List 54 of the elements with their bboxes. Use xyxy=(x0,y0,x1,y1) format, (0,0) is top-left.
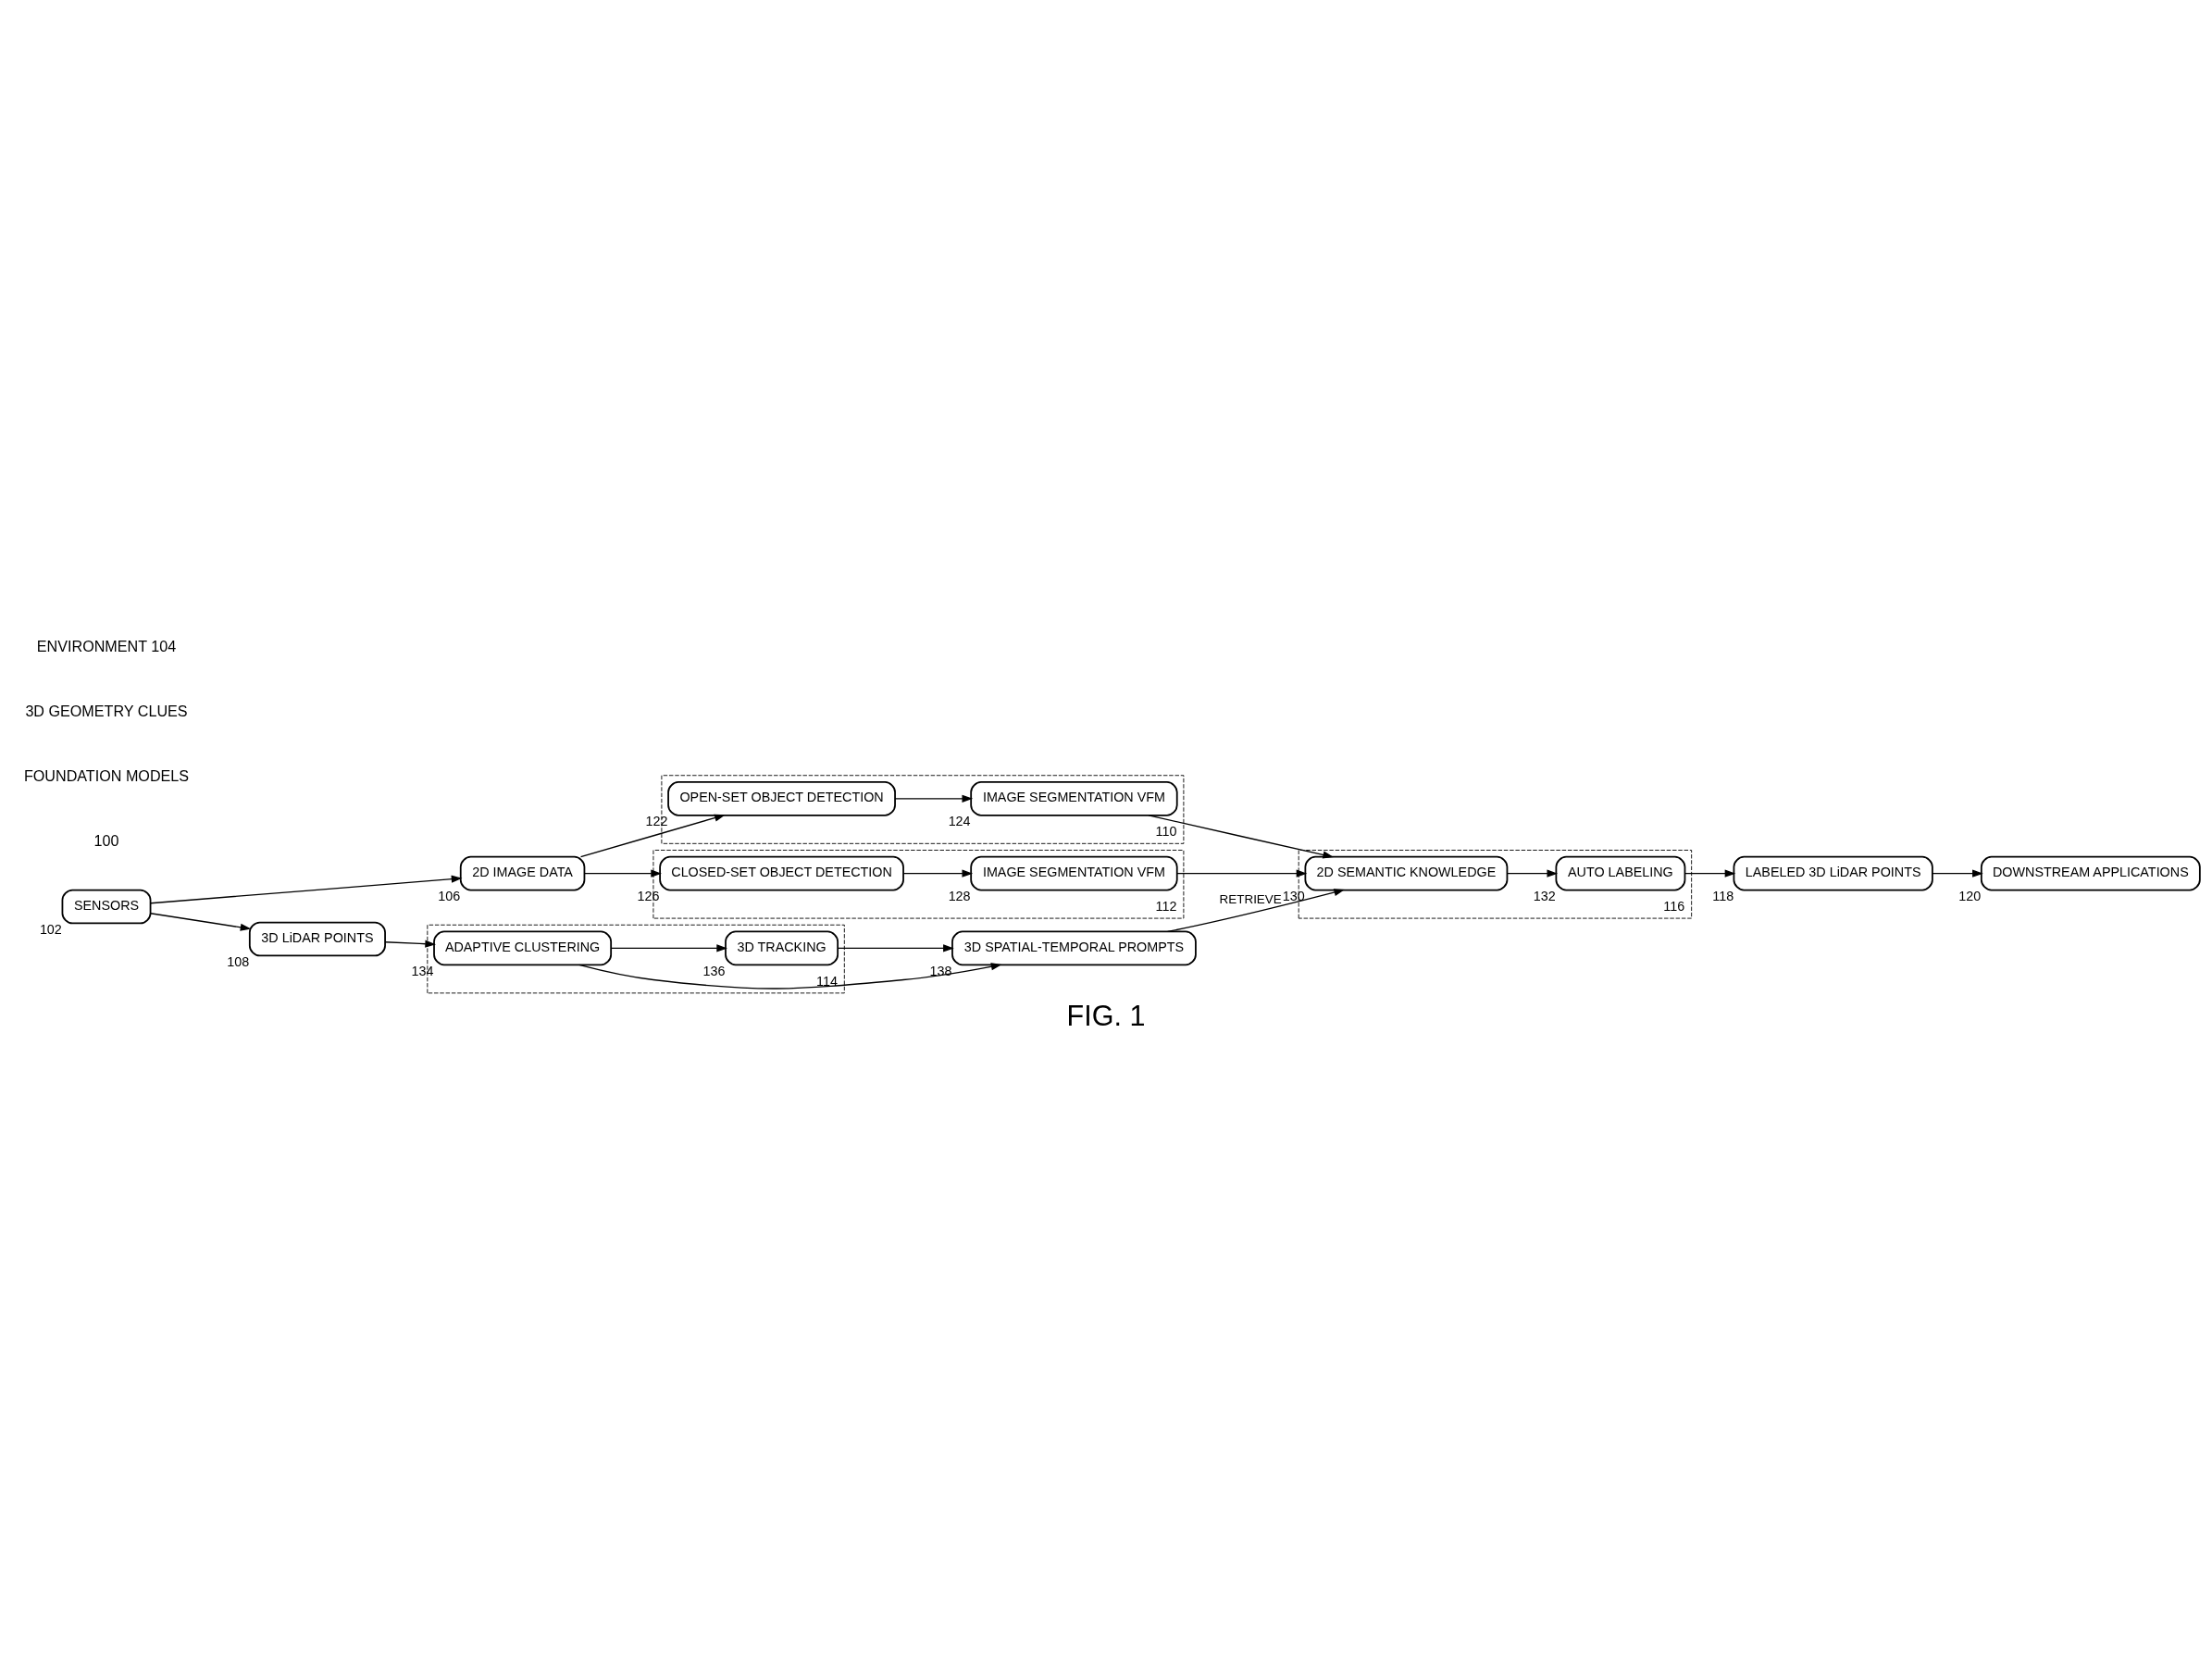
node-box: 2D IMAGE DATA xyxy=(459,855,586,891)
arrow xyxy=(610,944,727,952)
node-label: 116 xyxy=(1663,898,1685,914)
node-label: 136 xyxy=(702,963,726,978)
arrow xyxy=(384,940,436,948)
arrow xyxy=(1176,869,1308,878)
arrow xyxy=(1684,869,1736,878)
arrow xyxy=(1506,869,1559,878)
arrow xyxy=(894,794,974,803)
node-label: 138 xyxy=(929,963,952,978)
node-box: IMAGE SEGMENTATION VFM xyxy=(970,781,1178,816)
arrow xyxy=(579,814,726,858)
arrow xyxy=(1932,869,1983,878)
arrow xyxy=(902,869,974,878)
arrow xyxy=(150,913,252,931)
node-label: 108 xyxy=(227,953,250,969)
arrow xyxy=(1166,889,1346,933)
arrow xyxy=(1148,815,1335,859)
node-box: DOWNSTREAM APPLICATIONS xyxy=(1980,855,2201,891)
node-label: 118 xyxy=(1712,889,1734,904)
node-label: 124 xyxy=(948,814,971,829)
node-box: 2D SEMANTIC KNOWLEDGE xyxy=(1304,855,1509,891)
node-label: 130 xyxy=(1282,889,1305,904)
node-box: CLOSED-SET OBJECT DETECTION xyxy=(659,855,904,891)
node-box: IMAGE SEGMENTATION VFM xyxy=(970,855,1178,891)
node-box: 3D TRACKING xyxy=(725,930,839,966)
node-label: 122 xyxy=(645,814,668,829)
node-label: 110 xyxy=(1155,824,1177,840)
caption: FIG. 1 xyxy=(1066,1000,1146,1032)
arrow xyxy=(584,869,662,878)
label: 100 xyxy=(93,832,119,850)
node-box: AUTO LABELING xyxy=(1555,855,1686,891)
node-box: 3D SPATIAL-TEMPORAL PROMPTS xyxy=(951,930,1197,966)
arrow xyxy=(578,963,1002,990)
edge-label: RETRIEVE xyxy=(1219,891,1282,906)
node-label: 102 xyxy=(39,921,62,937)
arrow xyxy=(837,944,954,952)
node-label: 134 xyxy=(411,963,434,978)
node-label: 112 xyxy=(1155,898,1177,914)
label: ENVIRONMENT 104 xyxy=(36,638,177,655)
node-box: OPEN-SET OBJECT DETECTION xyxy=(667,781,896,816)
arrow xyxy=(150,875,463,904)
node-label: 126 xyxy=(637,889,660,904)
node-box: ADAPTIVE CLUSTERING xyxy=(433,930,613,966)
node-box: SENSORS xyxy=(61,889,152,925)
node-label: 128 xyxy=(948,889,971,904)
node-label: 114 xyxy=(816,973,838,989)
node-label: 132 xyxy=(1533,889,1556,904)
node-label: 106 xyxy=(438,889,461,904)
label: FOUNDATION MODELS xyxy=(23,767,190,785)
node-label: 120 xyxy=(1958,889,1982,904)
node-box: LABELED 3D LiDAR POINTS xyxy=(1733,855,1933,891)
node-box: 3D LiDAR POINTS xyxy=(248,921,386,957)
label: 3D GEOMETRY CLUES xyxy=(25,703,188,720)
